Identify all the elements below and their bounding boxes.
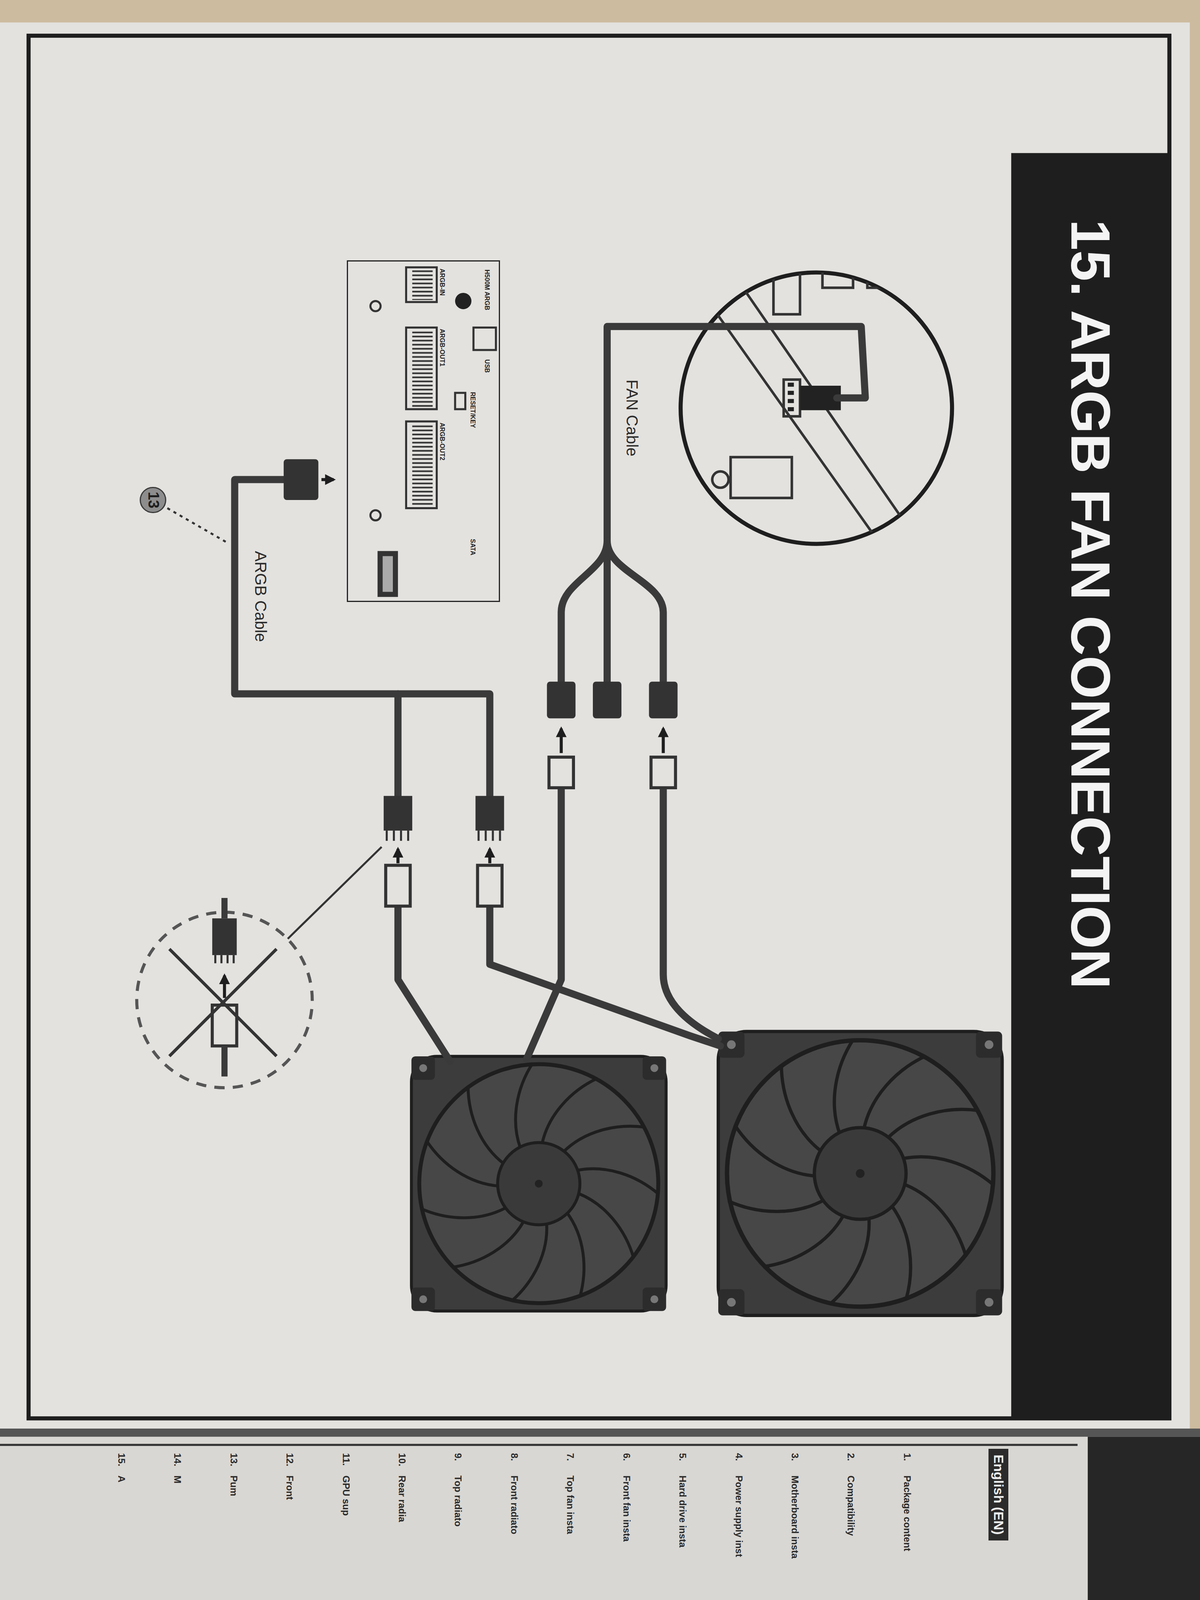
list-number: 10. <box>396 1453 408 1467</box>
fan-cable <box>526 326 866 1060</box>
callout-leader <box>167 508 228 543</box>
list-item: Compatibility <box>845 1475 856 1536</box>
cable-label: ARGB Cable <box>251 551 270 643</box>
list-item: Front <box>284 1475 295 1500</box>
list-item: Motherboard insta <box>789 1475 800 1559</box>
fans <box>411 1031 1003 1316</box>
fan-connectors <box>546 681 678 788</box>
list-number: 1. <box>901 1453 913 1462</box>
list-number: 8. <box>509 1453 520 1462</box>
list-item: A <box>116 1475 127 1483</box>
list-number: 7. <box>565 1453 576 1462</box>
list-item: Pum <box>228 1475 239 1497</box>
list-item: GPU sup <box>340 1475 351 1516</box>
list-item: M <box>172 1475 183 1484</box>
list-item: Front radiato <box>509 1475 520 1535</box>
board-label: RESET/KEY <box>469 392 477 429</box>
list-item: Package content <box>901 1475 913 1552</box>
board-label: ARGB-OUT2 <box>438 422 447 461</box>
board-label: SATA <box>469 538 477 556</box>
controller-board: H500M ARGB ARGB-IN ARGB-OUT1ARGB-OUT2 USB RE… <box>346 260 500 602</box>
list-number: 14. <box>172 1453 183 1467</box>
callout-number: 13 <box>144 491 162 509</box>
board-label: ARGB-IN <box>438 268 447 296</box>
cable-label: FAN Cable <box>623 379 641 457</box>
callout-number: 13 <box>139 486 167 514</box>
list-number: 9. <box>452 1453 464 1462</box>
list-item: Rear radia <box>396 1475 408 1522</box>
list-number: 6. <box>621 1453 632 1462</box>
list-number: 2. <box>845 1453 856 1462</box>
argb-controller-board <box>370 267 496 598</box>
list-item: Front fan insta <box>621 1475 632 1542</box>
board-label: USB <box>483 359 491 374</box>
argb-connectors <box>283 459 504 906</box>
list-number: 5. <box>677 1453 688 1462</box>
wrong-connection-inset <box>136 846 382 1088</box>
list-number: 12. <box>284 1453 295 1467</box>
list-number: 11. <box>340 1453 351 1466</box>
section-tag: English (EN) <box>988 1448 1008 1541</box>
list-item: Top fan insta <box>565 1475 576 1535</box>
list-number: 4. <box>733 1453 744 1462</box>
board-label: ARGB-OUT1 <box>438 328 447 367</box>
page-title: 15. ARGB FAN CONNECTION <box>1058 219 1123 989</box>
motherboard-zoom <box>680 244 952 556</box>
paper <box>0 22 1200 1600</box>
list-item: Power supply inst <box>733 1475 744 1557</box>
list-item: Hard drive insta <box>677 1475 688 1548</box>
list-number: 13. <box>228 1453 239 1467</box>
list-item: Top radiato <box>452 1475 464 1527</box>
list-number: 3. <box>789 1453 800 1462</box>
list-number: 15. <box>116 1453 127 1467</box>
board-label: H500M ARGB <box>483 269 491 311</box>
tag-text: English (EN) <box>990 1454 1006 1535</box>
